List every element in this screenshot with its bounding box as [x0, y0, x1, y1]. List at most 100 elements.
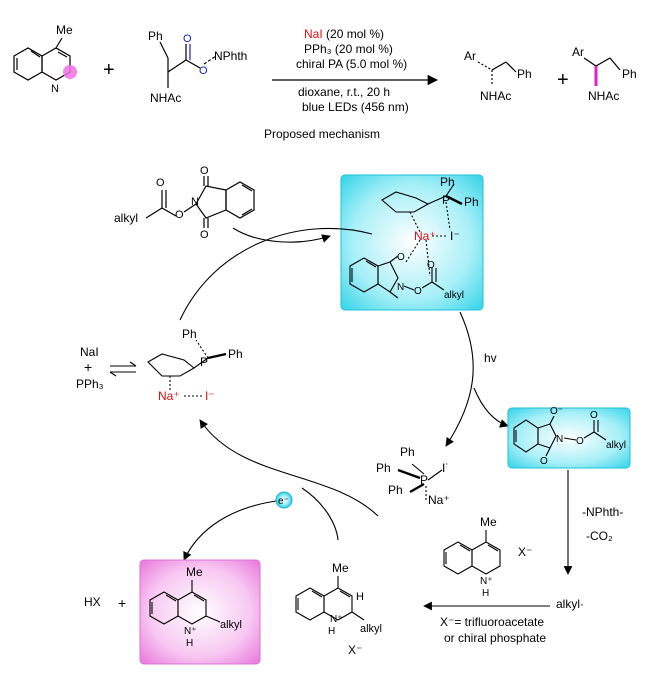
- nhpi-o2: O: [175, 209, 184, 221]
- nhpi-n: N: [191, 196, 199, 208]
- complex-alkyl: alkyl: [444, 290, 464, 301]
- radical-ph2: Ph: [376, 461, 391, 475]
- reagent-nhac-label: NHAc: [150, 91, 181, 105]
- anion-alkyl: alkyl: [606, 440, 626, 451]
- product1-nhac: NHAc: [480, 89, 511, 103]
- radical-anion-highlight-box: [507, 407, 631, 469]
- x-definition-1: X⁻= trifluoroacetate: [440, 615, 544, 629]
- plus-sign-1: +: [103, 59, 115, 81]
- condition-nai: NaI (20 mol %): [304, 27, 384, 41]
- substrate-methyl-label: Me: [56, 23, 73, 37]
- phosphoranyl-radical-structure: [397, 463, 443, 500]
- complex-ph1: Ph: [440, 175, 455, 189]
- radical-cation-structure: [295, 576, 365, 621]
- substrate-4-methylquinoline: [13, 37, 77, 81]
- electron-transfer-arrow: [183, 499, 285, 561]
- product-alkyl: alkyl: [220, 619, 242, 631]
- complex-o1: O: [397, 252, 405, 263]
- product-h: H: [186, 638, 193, 649]
- cycle-arrow-entry: [232, 227, 331, 243]
- anion-o4: O: [540, 456, 548, 467]
- quinolinium-structure: [443, 530, 501, 575]
- catalyst-complex-structure: [147, 339, 227, 397]
- nhpi-o3: O: [200, 165, 209, 177]
- reagent-carbonyl-o: O: [183, 33, 192, 45]
- catalyst-p: P: [200, 355, 208, 369]
- radical-na: Na⁺: [428, 493, 450, 507]
- anion-o-minus: O⁻: [550, 406, 563, 417]
- oxidation-return-arc: [301, 487, 339, 541]
- product-n: N⁺: [184, 626, 197, 637]
- nhpi-alkyl-label: alkyl: [114, 211, 138, 225]
- cycle-arc-right: [445, 311, 474, 447]
- cation-alkyl: alkyl: [360, 623, 382, 635]
- complex-o2: O: [414, 286, 422, 297]
- electron-bubble: [275, 491, 293, 509]
- hx-label: HX: [84, 595, 101, 609]
- radical-i: I˙: [442, 461, 449, 475]
- product1-ph: Ph: [517, 67, 532, 81]
- cation-n: N⁺: [330, 614, 343, 625]
- hv-label: hv: [484, 351, 497, 365]
- complex-i: I⁻: [450, 229, 460, 243]
- reagent-nhpi-ester: [159, 41, 217, 88]
- reactive-site-highlight: [63, 65, 77, 79]
- condition-solvent: dioxane, r.t., 20 h: [298, 85, 390, 99]
- electron-label: e⁻: [278, 496, 289, 507]
- mechanism-title: Proposed mechanism: [264, 127, 380, 141]
- catalyst-ph2: Ph: [228, 347, 243, 361]
- cation-x: X⁻: [348, 643, 362, 657]
- reagent-nphth-label: NPhth: [214, 49, 247, 63]
- quinolinium-h: H: [482, 588, 489, 599]
- nai-label: NaI: [80, 345, 99, 359]
- product-highlight-box: [139, 559, 261, 665]
- anion-o3: O: [590, 410, 598, 421]
- product-enantiomer-2: [583, 57, 621, 86]
- product-quinoline-structure: [149, 580, 221, 625]
- eda-complex-structure: [349, 183, 463, 299]
- catalyst-ph1: Ph: [182, 327, 197, 341]
- reagent-ester-o: O: [199, 65, 208, 77]
- cation-me: Me: [332, 561, 349, 575]
- co2-loss-label: -CO₂: [586, 529, 613, 543]
- complex-ph2: Ph: [464, 195, 479, 209]
- cation-h: H: [356, 591, 364, 603]
- condition-chiral-pa: chiral PA (5.0 mol %): [296, 57, 407, 71]
- cation-h2: H: [328, 626, 335, 637]
- radical-ph3: Ph: [388, 483, 403, 497]
- quinolinium-me: Me: [480, 515, 497, 529]
- plus-sign-2: +: [557, 69, 569, 91]
- quinolinium-n: N⁺: [480, 576, 493, 587]
- nphth-loss-label: -NPhth-: [582, 505, 623, 519]
- catalyst-i: I⁻: [205, 389, 215, 403]
- anion-o2: O: [576, 436, 584, 447]
- condition-pph3: PPh₃ (20 mol %): [304, 42, 393, 56]
- nai-plus: +: [84, 359, 92, 375]
- cycle-arc-top: [179, 227, 373, 321]
- anion-n: N: [556, 434, 563, 445]
- quinolinium-x: X⁻: [518, 545, 532, 559]
- product2-nhac: NHAc: [588, 89, 619, 103]
- product1-ar: Ar: [464, 49, 476, 63]
- substrate-n-label: N: [51, 83, 59, 95]
- radical-ph1: Ph: [400, 445, 415, 459]
- product2-ar: Ar: [572, 45, 584, 59]
- radical-p: P: [420, 473, 428, 487]
- nhpi-o4: O: [200, 229, 209, 241]
- nhpi-ester-structure: [145, 176, 255, 228]
- complex-o3: O: [427, 260, 435, 271]
- radical-anion-branch-arrow: [473, 387, 509, 428]
- hx-plus: +: [118, 595, 126, 611]
- cycle-arc-bottom: [199, 419, 379, 517]
- complex-p: P: [442, 193, 450, 207]
- complex-n: N: [397, 282, 404, 293]
- product2-ph: Ph: [622, 67, 637, 81]
- alkyl-radical-label: alkyl·: [556, 597, 584, 611]
- catalyst-na: Na⁺: [158, 389, 180, 403]
- radical-anion-structure: [513, 415, 607, 457]
- eda-complex-highlight-box: [340, 174, 484, 311]
- condition-light: blue LEDs (456 nm): [302, 100, 409, 114]
- equilibrium-arrows: [109, 361, 137, 377]
- pph3-label: PPh₃: [76, 377, 104, 391]
